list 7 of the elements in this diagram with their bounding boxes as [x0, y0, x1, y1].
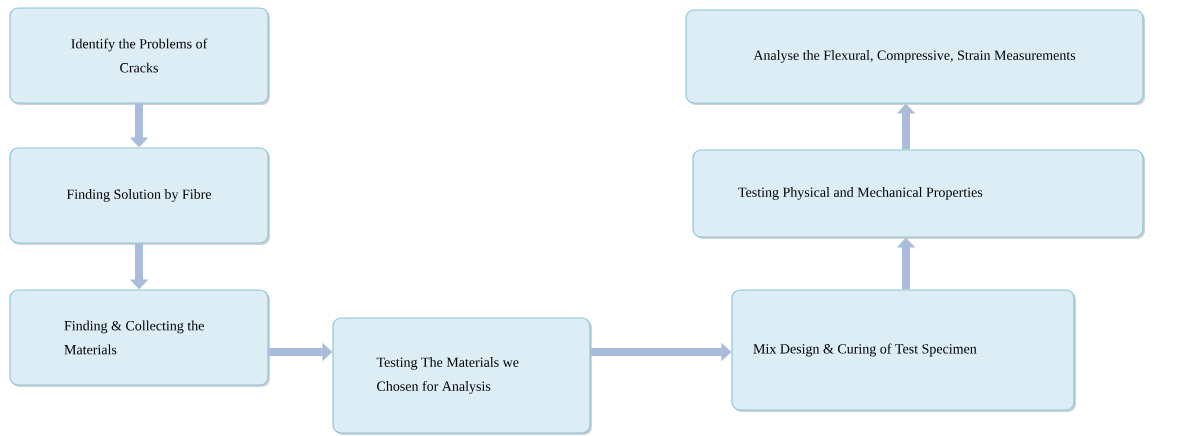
process-box: Testing The Materials we Chosen for Analysis: [332, 317, 592, 435]
process-box: Finding Solution by Fibre: [9, 147, 270, 245]
process-box: Identify the Problems of Cracks: [9, 7, 270, 105]
process-box: Finding & Collecting the Materials: [9, 289, 270, 387]
process-box: Testing Physical and Mechanical Properties: [692, 149, 1145, 239]
process-box: Analyse the Flexural, Compressive, Strain Measurements: [685, 9, 1145, 105]
process-box: Mix Design & Curing of Test Specimen: [731, 289, 1076, 412]
